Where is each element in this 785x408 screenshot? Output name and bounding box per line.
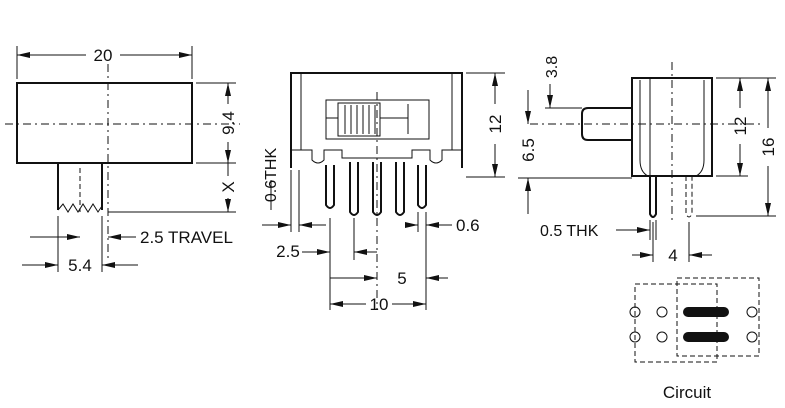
circuit-diagram: Circuit — [629, 277, 760, 402]
arrowhead — [640, 252, 653, 258]
arrowhead — [102, 262, 115, 268]
arrowhead — [330, 301, 343, 307]
arrowhead — [179, 52, 192, 58]
arrowhead — [525, 111, 531, 124]
front-thickness-label: 0.6THK — [263, 148, 280, 203]
arrowhead — [405, 222, 418, 228]
circuit-terminal — [746, 306, 758, 318]
switch-body-outline — [16, 82, 193, 164]
side-pin — [649, 176, 657, 218]
arrowhead — [413, 301, 426, 307]
arrowhead — [108, 234, 121, 240]
side-knob-outline — [581, 107, 632, 141]
front-height-label: 12 — [486, 115, 505, 134]
arrowhead — [317, 249, 330, 255]
front-pin — [349, 162, 359, 216]
circuit-terminal — [629, 306, 641, 318]
circuit-switch-position-box — [634, 283, 718, 363]
side-body-height-label: 12 — [731, 117, 750, 136]
top-height-label: 9.4 — [219, 111, 238, 135]
arrowhead — [354, 249, 367, 255]
arrowhead — [765, 78, 771, 91]
arrowhead — [426, 222, 439, 228]
arrowhead — [492, 73, 498, 86]
arrowhead — [765, 203, 771, 216]
arrowhead — [364, 275, 377, 281]
actuator-outline — [57, 163, 103, 210]
arrowhead — [492, 164, 498, 177]
circuit-switch-position-box — [676, 277, 760, 357]
front-pin — [417, 165, 427, 209]
circuit-terminal — [656, 306, 668, 318]
front-view: 12 0.6THK 2.5 0.6 5 — [262, 72, 505, 314]
actuator-width-label: 5.4 — [68, 256, 92, 275]
arrowhead — [17, 52, 30, 58]
circuit-contact-bar — [683, 307, 729, 317]
slider-rail — [326, 104, 409, 134]
arrowhead — [737, 78, 743, 91]
circuit-terminal — [746, 331, 758, 343]
knob-offset-label: 6.5 — [519, 138, 538, 162]
top-width-label: 20 — [94, 46, 113, 65]
circuit-contact-bar — [683, 332, 729, 342]
arrowhead — [299, 222, 312, 228]
circuit-terminal — [656, 331, 668, 343]
travel-label: 2.5 TRAVEL — [140, 228, 233, 247]
circuit-terminal — [629, 331, 641, 343]
arrowhead — [225, 83, 231, 96]
slider-knob — [337, 102, 381, 137]
pin-width-label: 0.6 — [456, 216, 480, 235]
pin-spacing-label: 4 — [668, 246, 677, 265]
arrowhead — [67, 234, 80, 240]
top-view: 20 9.4 X 2.5 TRAVEL 5.4 — [5, 46, 240, 275]
circuit-label: Circuit — [663, 383, 711, 402]
front-pin — [325, 165, 335, 209]
front-pin — [372, 162, 382, 216]
arrowhead — [689, 252, 702, 258]
arrowhead — [45, 262, 58, 268]
pin-pitch-label: 5 — [397, 269, 406, 288]
pin-span-label: 10 — [370, 295, 389, 314]
arrowhead — [225, 199, 231, 212]
top-gap-label: X — [219, 181, 238, 192]
arrowhead — [525, 178, 531, 191]
arrowhead — [426, 275, 439, 281]
side-bracket — [639, 80, 705, 177]
side-pin-hidden — [685, 176, 693, 218]
side-total-height-label: 16 — [759, 138, 778, 157]
edge-offset-label: 2.5 — [276, 242, 300, 261]
arrowhead — [547, 95, 553, 108]
front-pin — [395, 162, 405, 216]
front-body-outline — [290, 72, 463, 168]
knob-ribs — [344, 105, 376, 134]
arrowhead — [278, 222, 291, 228]
side-thickness-label: 0.5 THK — [540, 223, 599, 240]
side-view: 3.8 6.5 12 16 0.5 THK — [518, 56, 778, 265]
knob-length-label: 3.8 — [544, 56, 561, 78]
arrowhead — [225, 150, 231, 163]
arrowhead — [637, 227, 650, 233]
arrowhead — [737, 163, 743, 176]
